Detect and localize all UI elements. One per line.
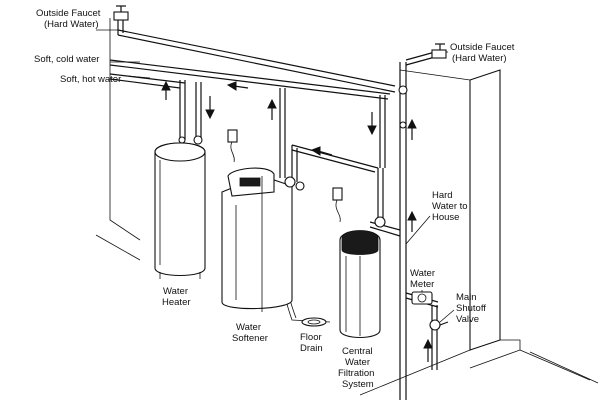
faucet-right-branch — [405, 51, 436, 61]
label-outside-faucet-left-sub: (Hard Water) — [44, 19, 99, 30]
electrical-outlet-icon — [227, 129, 238, 163]
filtration-cap — [341, 230, 379, 255]
label-water-softener-1: Water — [236, 322, 261, 333]
label-filtration-1: Central — [342, 346, 373, 357]
label-soft-cold: Soft, cold water — [34, 54, 99, 65]
faucet-icon — [113, 5, 129, 21]
valve-icon — [284, 176, 305, 191]
water-meter-icon — [411, 291, 433, 305]
hard-water-main-top — [117, 29, 396, 87]
leader-soft-hot — [127, 75, 151, 79]
floor-edge-front — [359, 349, 471, 396]
flow-arrow-icon — [310, 146, 333, 156]
floor-drain-icon — [301, 317, 327, 327]
flow-arrow-icon — [423, 338, 433, 362]
label-soft-hot: Soft, hot water — [60, 74, 121, 85]
water-heater-tank — [154, 142, 206, 276]
flow-arrow-icon — [367, 112, 377, 136]
softener-cabinet — [221, 175, 293, 310]
label-filtration-2: Water — [345, 357, 370, 368]
flow-arrow-icon — [205, 96, 215, 120]
wall-top-edge — [399, 69, 471, 81]
water-softener — [221, 167, 293, 312]
label-outside-faucet-right-sub: (Hard Water) — [452, 53, 507, 64]
bypass-top — [291, 144, 379, 169]
water-heater-top — [154, 142, 206, 162]
hard-water-main-top-b — [117, 34, 396, 93]
wall-footing — [469, 339, 521, 369]
label-hard-water-1: Hard — [432, 190, 453, 201]
label-hard-water-3: House — [432, 212, 459, 223]
water-heater — [154, 142, 206, 279]
soft-hot-pipe — [109, 73, 186, 84]
floor-line-left — [95, 234, 141, 261]
label-main-shutoff-2: Shutoff — [456, 303, 486, 314]
flow-arrow-icon — [161, 80, 171, 100]
valve-icon — [374, 216, 386, 228]
electrical-outlet-icon — [332, 187, 343, 223]
bypass-top-b — [291, 149, 376, 173]
label-water-heater-2: Heater — [162, 297, 191, 308]
label-main-shutoff-3: Valve — [456, 314, 479, 325]
valve-icon — [398, 85, 408, 129]
soft-cold-pipe-b — [109, 64, 389, 100]
leader-shutoff — [439, 309, 455, 323]
label-floor-drain-1: Floor — [300, 332, 322, 343]
softener-display — [239, 177, 261, 187]
label-outside-faucet-right: Outside Faucet — [450, 42, 515, 53]
room-outline — [95, 18, 599, 396]
label-water-heater-1: Water — [163, 286, 188, 297]
label-hard-water-2: Water to — [432, 201, 468, 212]
label-water-meter-1: Water — [410, 268, 435, 279]
faucet-icon — [431, 43, 447, 59]
label-main-shutoff-1: Main — [456, 292, 477, 303]
valve-icon — [178, 135, 203, 145]
left-wall-edge — [109, 18, 141, 241]
fittings — [113, 5, 449, 331]
faucet-right-branch-b — [405, 56, 436, 66]
label-filtration-4: System — [342, 379, 374, 390]
to-filter-pipe-b — [369, 226, 401, 237]
leader-hard-water — [405, 215, 431, 245]
label-water-meter-2: Meter — [410, 279, 434, 290]
leader-lines — [96, 29, 455, 323]
soft-cold-pipe — [109, 59, 391, 95]
filtration-system — [339, 230, 381, 339]
label-water-softener-2: Softener — [232, 333, 268, 344]
flow-arrow-icon — [407, 118, 417, 140]
flow-arrow-icon — [267, 98, 277, 120]
valve-icon — [429, 319, 449, 331]
flow-arrows — [161, 80, 433, 362]
flow-arrow-icon — [226, 81, 249, 91]
labels: Outside Faucet (Hard Water) Soft, cold w… — [34, 8, 515, 390]
label-floor-drain-2: Drain — [300, 343, 323, 354]
floor-right-2 — [529, 351, 599, 384]
label-outside-faucet-left: Outside Faucet — [36, 8, 101, 19]
label-filtration-3: Filtration — [338, 368, 374, 379]
flow-arrow-icon — [407, 210, 417, 232]
floor-right — [519, 349, 591, 381]
